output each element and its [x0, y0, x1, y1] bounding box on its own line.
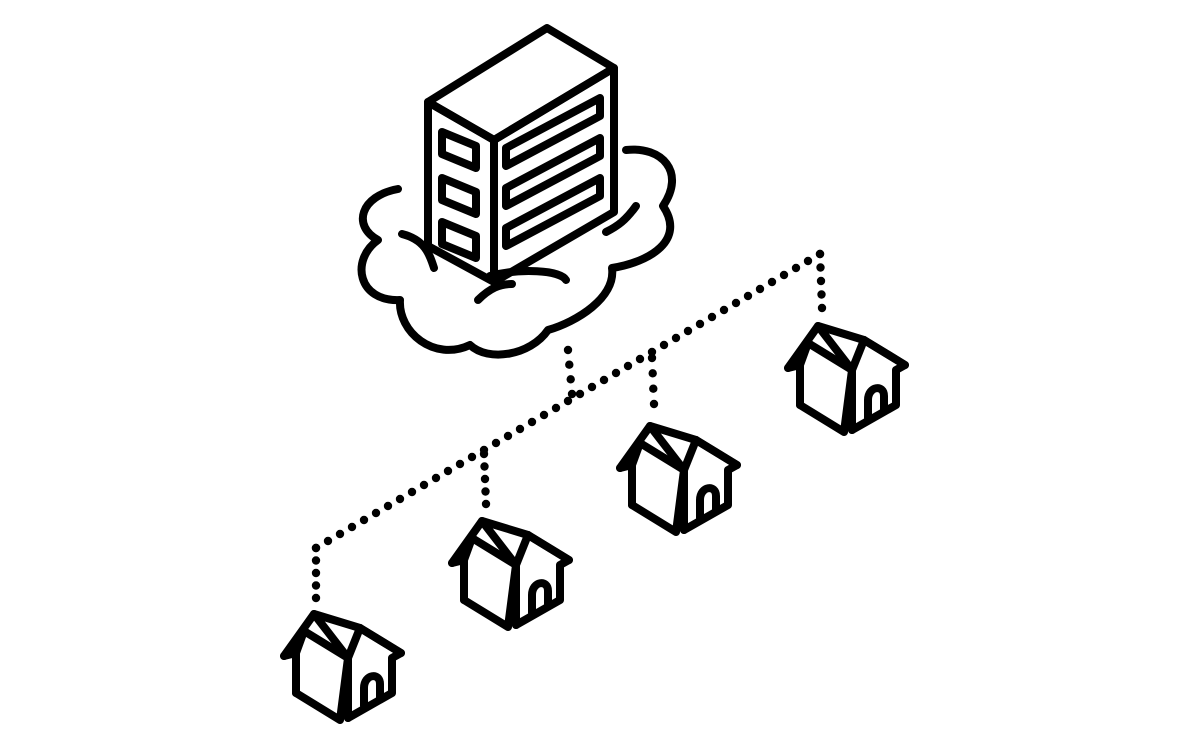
connection-dot — [311, 581, 321, 590]
connection-dot — [803, 256, 813, 266]
network-connections — [311, 249, 827, 603]
connection-dot — [567, 389, 577, 399]
connection-dot — [311, 543, 321, 553]
connection-drop-house-1 — [311, 543, 321, 603]
connection-dot — [480, 474, 490, 484]
connection-dot — [383, 501, 393, 511]
houses-group — [280, 322, 909, 724]
connection-dot — [817, 290, 826, 299]
connection-dot — [395, 494, 405, 504]
connection-dot — [817, 303, 827, 313]
connection-dot — [539, 410, 549, 420]
connection-dot — [347, 522, 357, 532]
connection-dot — [407, 487, 417, 497]
connection-dot — [707, 312, 717, 322]
connection-dot — [359, 515, 369, 525]
connection-dot — [671, 333, 681, 343]
connection-dot — [371, 508, 381, 518]
connection-dot — [566, 375, 575, 384]
connection-dot — [648, 369, 657, 378]
connection-dot — [779, 270, 789, 280]
connection-dot — [587, 382, 597, 392]
connection-dot — [323, 536, 333, 546]
connection-dot — [480, 462, 489, 471]
house-icon — [280, 610, 405, 724]
connection-dot — [431, 473, 441, 483]
connection-dot — [611, 368, 621, 378]
server-drive-slot — [502, 94, 604, 170]
connection-dot — [563, 345, 573, 355]
house-icon — [448, 517, 573, 631]
cloud-icon — [357, 145, 677, 359]
house-icon — [616, 422, 741, 536]
connection-dot — [695, 319, 705, 329]
connection-dot — [481, 487, 490, 496]
connection-dot — [565, 360, 574, 369]
connection-dot — [563, 396, 573, 406]
connection-dot — [649, 384, 658, 393]
connection-dot — [635, 354, 645, 364]
connection-dot — [575, 389, 585, 399]
connection-dot — [335, 529, 345, 539]
cloud-outline — [357, 145, 677, 359]
connection-drop-house-4 — [815, 249, 827, 313]
connection-dot — [419, 480, 429, 490]
cloud-inner-curve-bottom — [474, 280, 516, 304]
connection-dot — [731, 298, 741, 308]
connection-dot — [816, 263, 825, 272]
connection-dot — [443, 466, 453, 476]
connection-dot — [649, 399, 659, 409]
connection-dot — [481, 499, 491, 509]
server-drive-slot — [438, 218, 480, 262]
connection-drop-house-3 — [647, 353, 659, 409]
connection-dot — [311, 568, 321, 578]
connection-dot — [755, 284, 765, 294]
connection-trunk — [311, 249, 825, 553]
server-drive-slot — [438, 174, 480, 218]
server-drive-slot — [502, 174, 604, 250]
connection-dot — [467, 452, 477, 462]
server-drive-slot — [438, 128, 480, 172]
connection-dot — [743, 291, 753, 301]
connection-dot — [479, 449, 489, 459]
connection-dot — [683, 326, 693, 336]
connection-dot — [767, 277, 777, 287]
cloud-inner-curve-right — [602, 202, 640, 236]
connection-dot — [311, 556, 321, 565]
connection-dot — [719, 305, 729, 315]
connection-cloud-drop — [563, 345, 577, 399]
connection-dot — [647, 347, 657, 357]
connection-dot — [816, 276, 826, 286]
connection-dot — [527, 417, 537, 427]
connection-dot — [647, 353, 657, 363]
connection-dot — [623, 361, 633, 371]
server-rack-icon — [424, 24, 618, 286]
connection-dot — [791, 263, 801, 273]
connection-dot — [599, 375, 609, 385]
house-icon — [784, 322, 909, 436]
connection-dot — [815, 249, 825, 259]
connection-dot — [491, 438, 501, 448]
server-drive-slot — [502, 134, 604, 210]
server-right-face — [490, 64, 618, 286]
connection-dot — [455, 459, 465, 469]
connection-dot — [515, 424, 525, 434]
connection-dot — [551, 403, 561, 413]
connection-drop-house-2 — [479, 449, 491, 509]
cloud-inner-curve-center — [486, 267, 570, 284]
cloud-server-icon — [357, 24, 677, 359]
connection-dot — [503, 431, 513, 441]
connection-dot — [659, 340, 669, 350]
connection-dot — [311, 593, 321, 603]
